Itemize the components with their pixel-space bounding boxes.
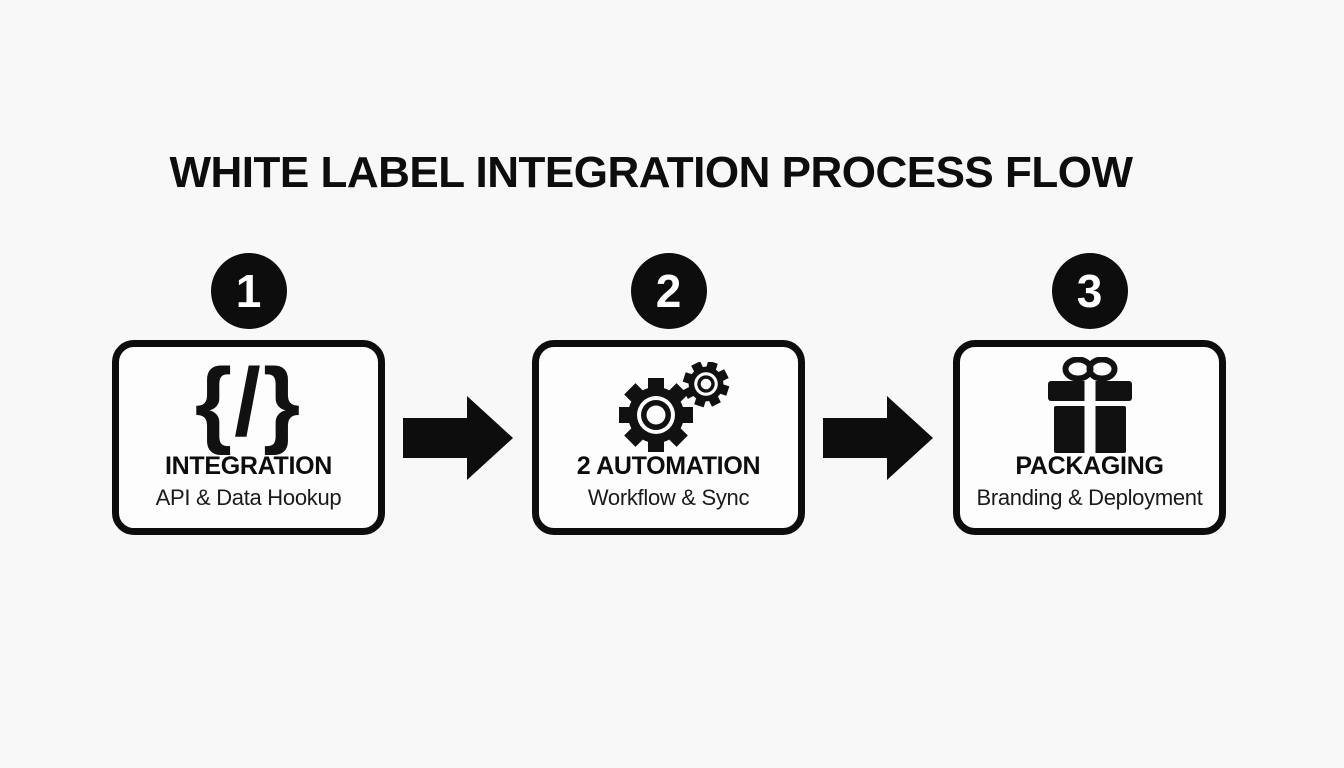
step-sublabel: Workflow & Sync [587, 484, 750, 510]
gears-icon [606, 361, 732, 453]
step-number: 1 [235, 265, 262, 317]
flow-arrow [823, 396, 933, 480]
step-number-badge: 2 [630, 253, 707, 329]
gift-icon [1045, 357, 1135, 453]
flow-arrow [403, 396, 513, 480]
step-sublabel: Branding & Deployment [976, 484, 1203, 510]
code-icon: {/} [195, 355, 302, 453]
step-number: 2 [655, 265, 682, 317]
step-number-badge: 1 [210, 253, 287, 329]
step-automation: 2 [532, 253, 805, 535]
step-label: PACKAGING [1015, 452, 1164, 480]
step-card: PACKAGING Branding & Deployment [953, 340, 1226, 535]
step-number-badge: 3 [1051, 253, 1128, 329]
step-integration: 1 {/} INTEGRATION API & Data Hookup [112, 253, 385, 535]
step-label: INTEGRATION [164, 452, 333, 480]
step-card: 2 AUTOMATION Workflow & Sync [532, 340, 805, 535]
step-label: 2 AUTOMATION [576, 452, 761, 480]
step-card: {/} INTEGRATION API & Data Hookup [112, 340, 385, 535]
step-sublabel: API & Data Hookup [155, 484, 342, 510]
step-number: 3 [1076, 265, 1103, 317]
step-packaging: 3 PACKAGING Branding & Deployment [953, 253, 1226, 535]
code-glyph: {/} [194, 349, 303, 456]
diagram-title: WHITE LABEL INTEGRATION PROCESS FLOW [169, 148, 1133, 197]
